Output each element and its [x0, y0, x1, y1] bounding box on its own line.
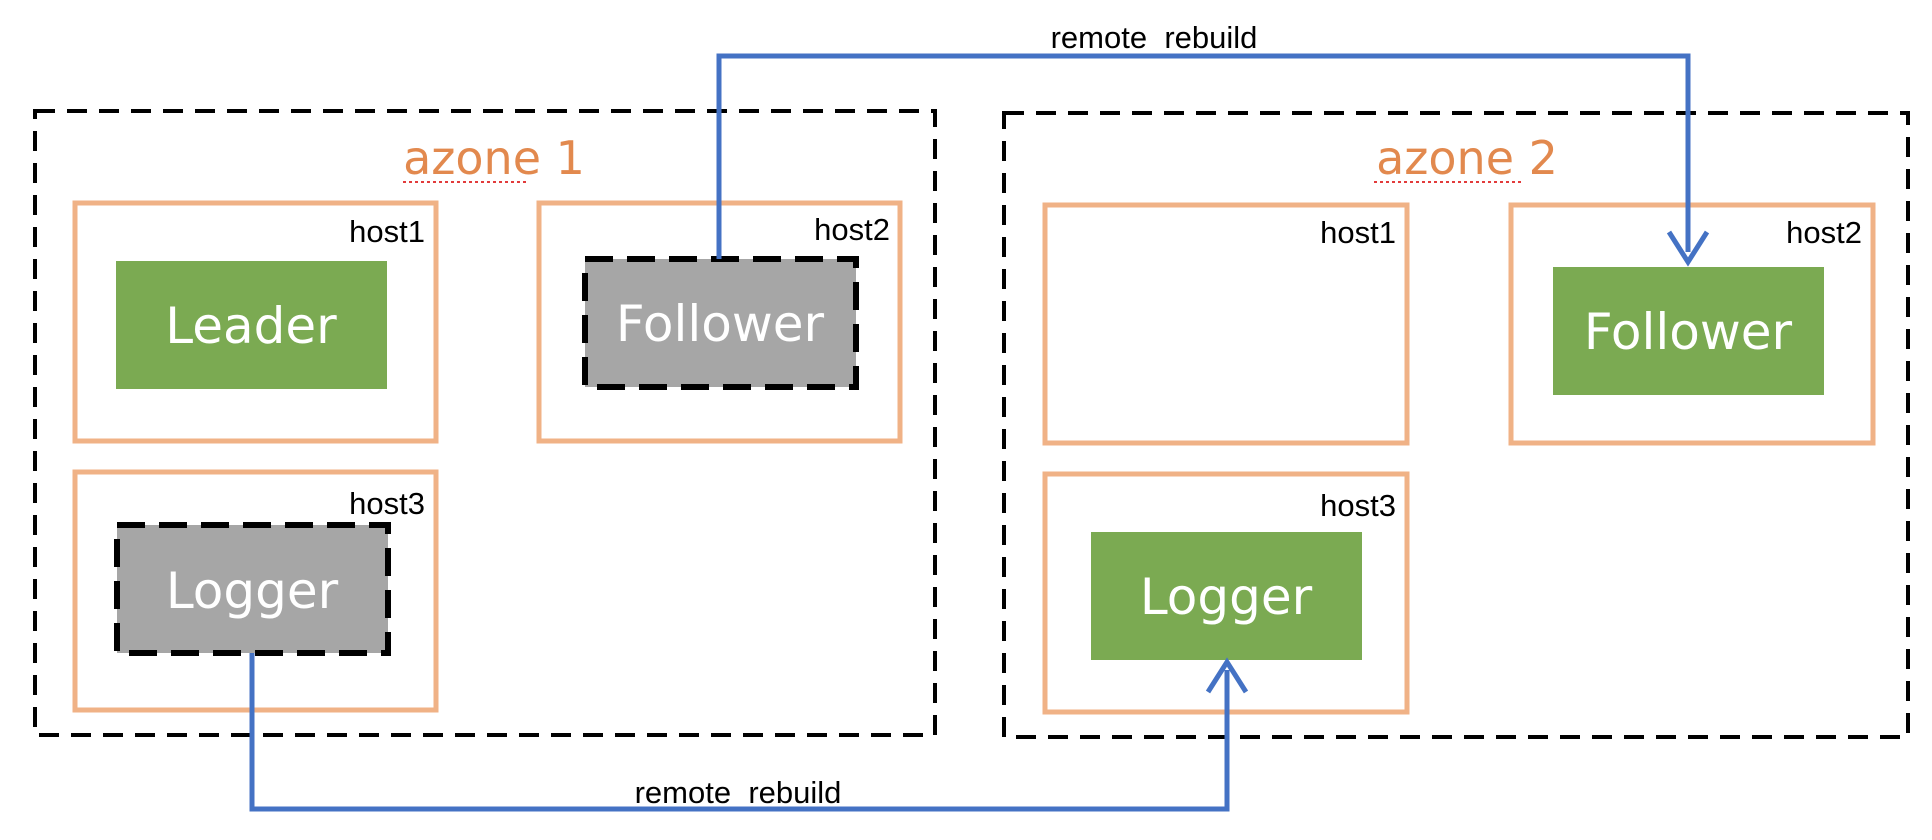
host-box — [1508, 202, 1876, 446]
azone-1-host1: host1 Leader — [72, 200, 439, 444]
azone-2-host1: host1 — [1042, 202, 1410, 446]
leader-role-box — [116, 261, 387, 389]
follower-role-label: Follower — [616, 295, 825, 353]
link-follower-rebuild: remote rebuild — [716, 20, 1710, 267]
logger-role-box — [1091, 532, 1362, 660]
logger-rebuild-arrowhead — [1205, 657, 1249, 694]
logger-rebuild-label: remote rebuild — [635, 775, 842, 810]
azone-1-host3: host3 Logger — [72, 469, 439, 713]
logger-role-box-failed — [114, 522, 391, 656]
follower-rebuild-arrowhead — [1666, 230, 1710, 267]
host-label: host1 — [1320, 215, 1396, 250]
azone-1: azone 1 host1 Leader host2 Follower host… — [33, 109, 937, 737]
host-box — [72, 200, 439, 444]
azone-2-title: azone 2 — [1376, 131, 1558, 185]
follower-role-box — [1553, 267, 1824, 395]
host-box — [72, 469, 439, 713]
follower-rebuild-label: remote rebuild — [1051, 20, 1258, 55]
logger-role-label: Logger — [1140, 568, 1313, 626]
host-label: host1 — [349, 214, 425, 249]
azone-2: azone 2 host1 host2 Follower host3 Logge… — [1002, 111, 1910, 739]
leader-role-label: Leader — [165, 297, 337, 355]
host-label: host2 — [814, 212, 890, 247]
host-box — [1042, 202, 1410, 446]
logger-role-label: Logger — [166, 562, 339, 620]
follower-role-label: Follower — [1584, 303, 1793, 361]
azone-2-border — [1002, 111, 1910, 739]
host-label: host2 — [1786, 215, 1862, 250]
azone-2-host2: host2 Follower — [1508, 202, 1876, 446]
host-label: host3 — [349, 486, 425, 521]
logger-rebuild-connector — [249, 653, 1230, 812]
follower-rebuild-connector — [716, 53, 1691, 259]
link-logger-rebuild: remote rebuild — [249, 653, 1249, 812]
azone-1-border — [33, 109, 937, 737]
azone-1-title: azone 1 — [403, 131, 585, 185]
host-label: host3 — [1320, 488, 1396, 523]
